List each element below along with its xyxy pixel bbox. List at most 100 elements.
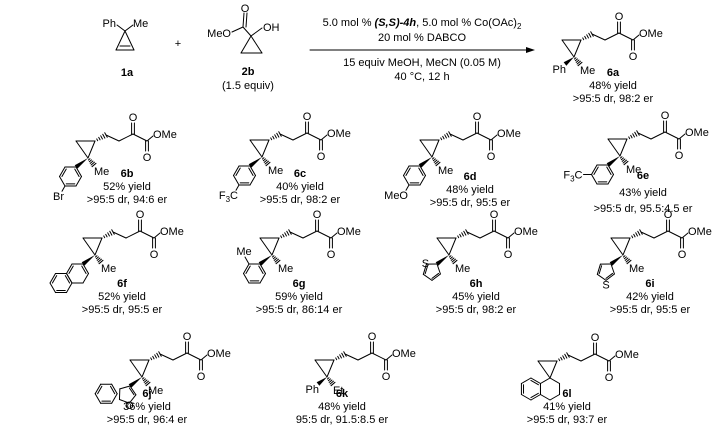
substituent-label: Me bbox=[236, 246, 251, 258]
bond bbox=[59, 166, 66, 177]
bond bbox=[280, 235, 283, 239]
alkyl-label: Me bbox=[438, 165, 453, 177]
bond bbox=[419, 139, 433, 158]
ester-carbonyl-oxygen-label: O bbox=[678, 249, 687, 261]
bond bbox=[172, 352, 188, 361]
bond bbox=[637, 132, 652, 140]
bond bbox=[610, 237, 624, 256]
bond bbox=[606, 166, 612, 175]
yield-label: 42% yield bbox=[626, 291, 674, 303]
cyclopropane-ring bbox=[314, 359, 335, 378]
bond bbox=[82, 237, 96, 256]
bond bbox=[306, 132, 322, 141]
bond bbox=[59, 176, 66, 187]
bond bbox=[681, 232, 689, 239]
aryl-ring bbox=[591, 164, 614, 185]
bond bbox=[330, 381, 336, 387]
bond bbox=[74, 168, 80, 177]
bond bbox=[622, 159, 627, 164]
bond bbox=[640, 231, 655, 239]
bond bbox=[434, 160, 439, 165]
cyclopropane-ring bbox=[419, 139, 440, 158]
naphthalene-ring bbox=[49, 263, 89, 294]
bond bbox=[549, 394, 561, 401]
bond bbox=[91, 162, 97, 168]
bond bbox=[596, 263, 601, 275]
bond bbox=[284, 232, 287, 237]
cyclopropane-ring bbox=[75, 140, 96, 159]
bond bbox=[119, 385, 131, 390]
ketone-oxygen-label: O bbox=[664, 209, 673, 221]
compound-id-6d: 6d bbox=[464, 171, 477, 183]
wedge-bond bbox=[606, 156, 620, 167]
ester-carbonyl-oxygen-label: O bbox=[317, 151, 326, 163]
substituent-label: F3C bbox=[219, 190, 238, 204]
selectivity-label: >95:5 dr, 86:14 er bbox=[256, 304, 343, 316]
bond bbox=[422, 273, 433, 281]
bond bbox=[261, 157, 265, 160]
bond bbox=[633, 233, 636, 238]
cyclopropane-ring bbox=[537, 360, 558, 379]
bond bbox=[262, 158, 266, 162]
bond bbox=[632, 34, 640, 41]
bond bbox=[200, 354, 208, 361]
bond bbox=[385, 354, 393, 361]
ester-carbonyl-oxygen-label: O bbox=[605, 372, 614, 384]
bond bbox=[49, 273, 56, 284]
selectivity-label: >95:5 dr, 94:6 er bbox=[87, 194, 168, 206]
carbonyl-o-label: O bbox=[241, 3, 250, 15]
bond bbox=[105, 233, 108, 238]
bond bbox=[567, 354, 582, 362]
bond bbox=[549, 377, 561, 384]
yield-label: 45% yield bbox=[452, 291, 500, 303]
bond bbox=[576, 60, 581, 65]
bond bbox=[493, 230, 509, 239]
bond bbox=[591, 33, 606, 41]
wedge-bond bbox=[418, 157, 432, 168]
bond bbox=[143, 379, 148, 383]
methoxy-label: OMe bbox=[514, 226, 538, 238]
bond bbox=[431, 272, 440, 279]
yield-label: 41% yield bbox=[543, 401, 591, 413]
cyclopropane-ring bbox=[561, 39, 582, 58]
cyclopropane-ring bbox=[436, 237, 457, 256]
conditions-line-3: 15 equiv MeOH, MeCN (0.05 M) bbox=[343, 57, 501, 69]
bond bbox=[431, 273, 441, 281]
bond bbox=[610, 263, 615, 275]
bond bbox=[628, 136, 631, 140]
bond bbox=[463, 230, 467, 236]
bond bbox=[451, 258, 456, 263]
bond bbox=[667, 230, 683, 239]
bond bbox=[326, 359, 335, 378]
bond bbox=[594, 353, 610, 362]
bond bbox=[403, 165, 410, 176]
bond bbox=[129, 385, 137, 396]
aryl-ring bbox=[243, 263, 266, 284]
bond bbox=[459, 233, 462, 238]
compound-id-6e: 6e bbox=[637, 170, 649, 182]
bond bbox=[431, 139, 440, 158]
bond bbox=[622, 237, 631, 256]
bond bbox=[637, 230, 641, 236]
bond bbox=[245, 265, 251, 274]
wedge-bond bbox=[316, 377, 327, 386]
bond bbox=[154, 354, 157, 359]
bond bbox=[96, 138, 99, 142]
bond bbox=[258, 265, 264, 274]
bond bbox=[631, 235, 634, 239]
compound-id-6l: 6l bbox=[562, 388, 571, 400]
bond bbox=[419, 165, 426, 176]
alkyl-label: Me bbox=[101, 263, 116, 275]
bond bbox=[580, 353, 596, 362]
bond bbox=[259, 237, 273, 256]
yield-label: 59% yield bbox=[275, 291, 323, 303]
selectivity-label: >95:5 dr, 93:7 er bbox=[527, 414, 608, 426]
bond bbox=[152, 355, 155, 360]
bond bbox=[109, 385, 116, 395]
methoxy-label: OMe bbox=[207, 348, 231, 360]
ester-carbonyl-oxygen-label: O bbox=[629, 51, 638, 63]
bond bbox=[573, 57, 577, 60]
bond bbox=[507, 232, 515, 239]
